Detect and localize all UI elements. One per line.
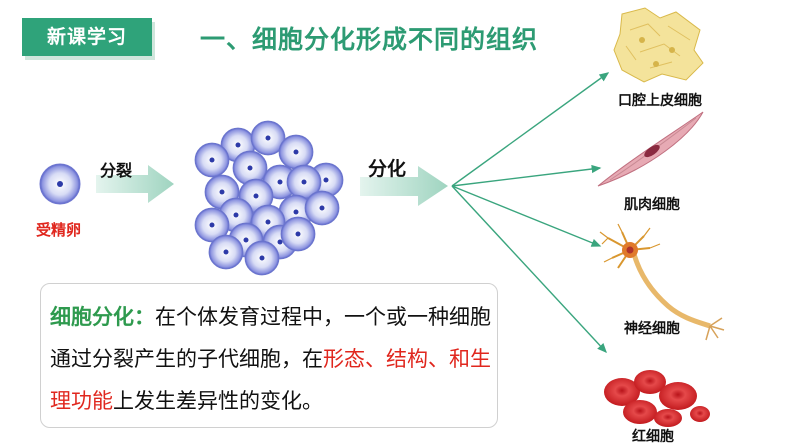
definition-text: 细胞分化：在个体发育过程中，一个或一种细胞通过分裂产生的子代细胞，在形态、结构、…: [50, 296, 495, 422]
cluster-cell-nucleus: [319, 205, 325, 211]
section-tag: 新课学习: [22, 18, 152, 56]
cluster-cell-nucleus: [209, 222, 215, 228]
cluster-cell-nucleus: [233, 212, 239, 218]
definition-highlight: 形态、结构、和生理功能: [50, 347, 491, 413]
definition-box: [40, 283, 498, 428]
cell-label-rbc: 红细胞: [632, 429, 674, 445]
definition-part1: 在个体发育过程中，一个或一种细胞通过分裂产生的子代细胞，在: [50, 305, 491, 371]
cluster-cell-nucleus: [235, 142, 241, 148]
differentiation-label: 分化: [368, 158, 407, 180]
cluster-cell-nucleus: [223, 249, 229, 255]
cluster-cell-nucleus: [209, 157, 215, 163]
cluster-cell-nucleus: [277, 239, 283, 245]
division-arrow: [96, 165, 174, 203]
cluster-cell-nucleus: [295, 231, 301, 237]
egg-label: 受精卵: [36, 221, 82, 239]
cluster-cell-nucleus: [265, 219, 271, 225]
cluster-cell-nucleus: [219, 189, 225, 195]
cell-label-neuron: 神经细胞: [624, 321, 680, 337]
division-label: 分裂: [100, 161, 133, 180]
cluster-cell-nucleus: [301, 179, 307, 185]
definition-part2: 上发生差异性的变化。: [113, 389, 323, 413]
cluster-cell-nucleus: [323, 177, 329, 183]
cluster-cell-nucleus: [265, 135, 271, 141]
page-title: 一、细胞分化形成不同的组织: [200, 25, 539, 54]
cell-label-epithelial: 口腔上皮细胞: [618, 93, 702, 109]
cell-label-muscle: 肌肉细胞: [624, 197, 680, 213]
branch-arrows: [451, 72, 610, 354]
cell-cluster: [194, 120, 344, 276]
red-blood-cell-icon: [604, 370, 710, 427]
cluster-cell-nucleus: [277, 179, 283, 185]
muscle-cell-icon: [597, 111, 704, 187]
cluster-cell-nucleus: [247, 165, 253, 171]
cluster-cell-nucleus: [243, 237, 249, 243]
cluster-cell-nucleus: [293, 209, 299, 215]
differentiation-arrow: [360, 166, 448, 206]
epithelial-cell-icon: [613, 7, 704, 83]
definition-term: 细胞分化：: [50, 305, 155, 329]
cluster-cell-nucleus: [259, 255, 265, 261]
cluster-cell-nucleus: [253, 193, 259, 199]
neuron-icon: [599, 223, 725, 341]
cluster-cell-nucleus: [293, 149, 299, 155]
fertilized-egg-icon: [39, 163, 81, 205]
